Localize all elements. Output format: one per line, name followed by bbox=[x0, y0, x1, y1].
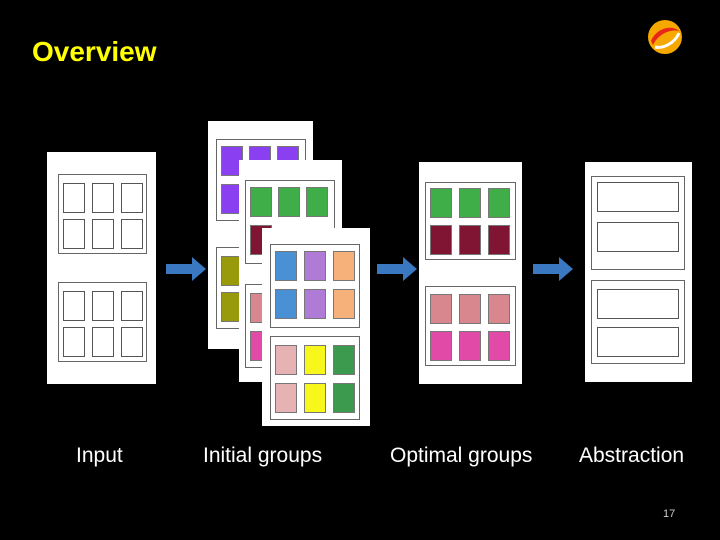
abstraction-group-top bbox=[591, 176, 685, 270]
slide-title: Overview bbox=[32, 36, 157, 67]
input-group-top bbox=[58, 174, 147, 254]
label-optimal-groups: Optimal groups bbox=[390, 444, 533, 467]
abstraction-card bbox=[585, 162, 692, 382]
optimal-group-top bbox=[425, 182, 516, 260]
abstraction-group-bottom bbox=[591, 280, 685, 364]
initial-card-front bbox=[262, 228, 370, 426]
optimal-card bbox=[419, 162, 522, 384]
input-group-bottom bbox=[58, 282, 147, 362]
input-card bbox=[47, 152, 156, 384]
optimal-group-bottom bbox=[425, 286, 516, 366]
arrow-right-icon bbox=[377, 257, 417, 281]
page-number: 17 bbox=[663, 508, 676, 520]
label-abstraction: Abstraction bbox=[579, 444, 685, 467]
arrow-right-icon bbox=[533, 257, 573, 281]
initial-group-bottom bbox=[270, 336, 360, 420]
label-input: Input bbox=[76, 444, 123, 467]
label-initial-groups: Initial groups bbox=[203, 444, 323, 467]
logo-icon bbox=[648, 20, 682, 54]
arrow-right-icon bbox=[166, 257, 206, 281]
initial-group-top bbox=[270, 244, 360, 328]
